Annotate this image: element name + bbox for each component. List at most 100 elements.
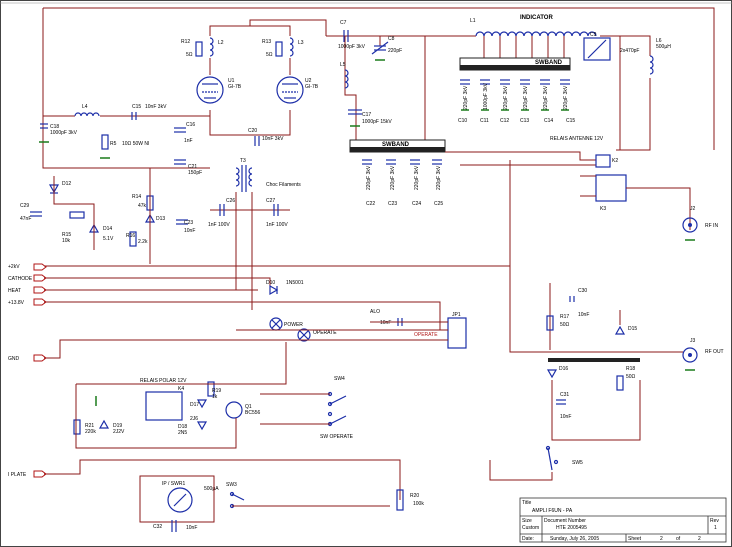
svg-text:HTE 2005495: HTE 2005495 [556,525,587,531]
v1-ref: U1 [228,78,235,84]
svg-text:D12: D12 [62,181,71,187]
svg-text:C8: C8 [388,36,395,42]
resistor-r13: R13 5Ω [262,39,283,58]
svg-text:C9: C9 [590,32,597,38]
svg-text:Document Number: Document Number [544,518,586,524]
svg-text:L5: L5 [340,62,346,68]
svg-text:C26: C26 [226,198,235,204]
svg-text:L2: L2 [218,40,224,46]
svg-text:Rev: Rev [710,518,719,524]
svg-text:J3: J3 [690,338,696,344]
svg-text:SW OPERATE: SW OPERATE [320,434,354,440]
svg-text:L1: L1 [470,18,476,24]
svg-text:C15: C15 [566,118,575,124]
svg-text:47k: 47k [138,203,147,209]
svg-text:Title: Title [522,500,531,506]
svg-text:SW3: SW3 [226,482,237,488]
svg-text:1nF 100V: 1nF 100V [266,222,288,228]
svg-text:2: 2 [698,536,701,542]
svg-text:220pF: 220pF [388,48,402,54]
svg-text:K4: K4 [178,386,184,392]
svg-text:10nF: 10nF [380,320,391,326]
cap-c9: C9 2x470pF [583,32,639,61]
port-iplate: I PLATE [8,472,27,478]
svg-text:220pF 3kV: 220pF 3kV [563,85,569,110]
relay-polar: RELAIS POLAR 12V K4 D17 2J6 D18 2N5 R19 … [73,342,287,449]
rf-out-connector: J3 RF OUT [509,160,724,371]
indicator-label: INDICATOR [520,15,553,21]
switch-operate[interactable]: SW4 SW OPERATE [260,376,354,440]
svg-text:Sheet: Sheet [628,536,642,542]
svg-text:150pF: 150pF [188,170,202,176]
band-switch-1[interactable]: SWBAND [459,57,571,71]
svg-text:220pF 3kV: 220pF 3kV [390,165,396,190]
svg-text:R5: R5 [110,141,117,147]
svg-text:2N5: 2N5 [178,430,187,436]
svg-text:10nF: 10nF [186,525,197,531]
choke-l3: L3 [289,37,304,57]
svg-text:500µH: 500µH [656,44,671,50]
svg-text:SW5: SW5 [572,460,583,466]
svg-text:C32: C32 [153,524,162,530]
port-cathode: CATHODE [8,276,33,282]
svg-text:220pF 3kV: 220pF 3kV [414,165,420,190]
svg-text:1N5001: 1N5001 [286,280,304,286]
svg-text:ALO: ALO [370,309,380,315]
svg-text:5Ω: 5Ω [186,52,193,58]
svg-text:D16: D16 [559,366,568,372]
svg-text:K3: K3 [600,206,606,212]
svg-text:5.1V: 5.1V [103,236,114,242]
svg-text:10nF 3kV: 10nF 3kV [262,136,284,142]
svg-text:RF OUT: RF OUT [705,349,724,355]
svg-text:RF IN: RF IN [705,223,718,229]
svg-text:2x470pF: 2x470pF [620,48,639,54]
svg-text:Custom: Custom [522,525,539,531]
title-text: AMPLI F6UN - PA [532,508,573,514]
svg-text:R12: R12 [181,39,190,45]
plate-current-meter: IP / SWR1 500µA C32 10nF [139,475,219,532]
svg-text:2J6: 2J6 [190,416,198,422]
svg-text:D18: D18 [178,424,187,430]
svg-text:C23: C23 [388,201,397,207]
svg-text:1000pF 3kV: 1000pF 3kV [483,82,489,110]
switch-sw3[interactable]: SW3 [226,482,390,509]
svg-text:L3: L3 [298,40,304,46]
svg-text:R18: R18 [626,366,635,372]
cap-c7: C7 1000pF 3kV [338,20,366,50]
v1-value: GI-7B [228,84,242,90]
svg-text:RELAIS POLAR 12V: RELAIS POLAR 12V [140,378,187,384]
svg-text:K2: K2 [612,158,618,164]
switch-sw5[interactable]: SW5 [489,445,583,481]
svg-text:500µA: 500µA [204,486,219,492]
svg-text:R20: R20 [410,493,419,499]
tube-v2: U2 GI-7B [276,76,319,104]
svg-text:10nF: 10nF [560,414,571,420]
cap-c8: C8 220pF [371,36,402,61]
svg-text:C18: C18 [50,124,59,130]
svg-text:OPERATE: OPERATE [414,332,438,338]
svg-text:1nF 100V: 1nF 100V [208,222,230,228]
svg-text:D14: D14 [103,226,112,232]
rf-in-connector: J2 RF IN [682,206,718,241]
svg-text:SWBAND: SWBAND [535,60,563,66]
svg-text:100k: 100k [413,501,424,507]
svg-text:220pF 3kV: 220pF 3kV [463,85,469,110]
band-caps-top: C10 C11 C12 C13 C14 C15 220pF 3kV 1000pF… [458,79,575,124]
svg-text:Size: Size [522,518,532,524]
svg-text:R14: R14 [132,194,141,200]
tube-v1: U1 GI-7B [196,76,242,104]
choke-l2: L2 [209,37,224,57]
band-switch-2[interactable]: SWBAND [349,139,446,153]
svg-text:L6: L6 [656,38,662,44]
svg-text:C25: C25 [434,201,443,207]
operate-lamp: OPERATE [297,328,337,342]
svg-text:R19: R19 [212,388,221,394]
svg-text:1nF: 1nF [184,138,193,144]
svg-text:OPERATE: OPERATE [313,330,337,336]
input-filter: L4 C18 1000pF 3kV C15 10nF 3kV R5 10Ω 50… [39,104,284,176]
svg-text:JP1: JP1 [452,312,461,318]
svg-text:C29: C29 [20,203,29,209]
svg-text:10nF 3kV: 10nF 3kV [145,104,167,110]
svg-text:C13: C13 [520,118,529,124]
